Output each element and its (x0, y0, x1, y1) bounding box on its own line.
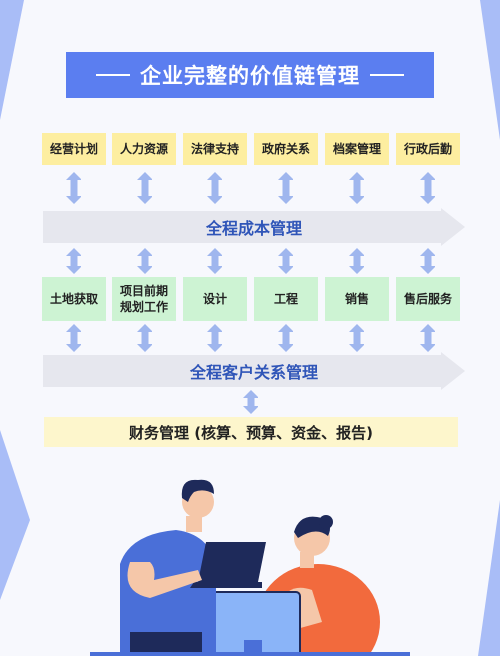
primary-box-1: 土地获取 (42, 277, 106, 321)
corner-decoration-right (478, 0, 500, 656)
double-arrow-row3-2 (137, 324, 152, 352)
support-box-1: 经营计划 (42, 133, 106, 165)
corner-decoration-left (0, 0, 30, 600)
banner-arrow-shape (43, 208, 465, 246)
support-box-6: 行政后勤 (396, 133, 460, 165)
primary-box-5: 销售 (325, 277, 389, 321)
double-arrow-row2-3 (207, 248, 222, 274)
double-arrow-row3-1 (66, 324, 81, 352)
finance-management-bar: 财务管理 (核算、预算、资金、报告) (44, 417, 458, 447)
cost-management-label: 全程成本管理 (205, 219, 302, 238)
double-arrow-finance (243, 390, 258, 414)
title-text: 企业完整的价值链管理 (140, 64, 360, 88)
page-title: 企业完整的价值链管理 (66, 52, 434, 98)
double-arrow-row3-3 (207, 324, 222, 352)
support-box-4: 政府关系 (254, 133, 318, 165)
support-box-3: 法律支持 (183, 133, 247, 165)
customer-management-label: 全程客户关系管理 (189, 363, 318, 382)
double-arrow-row1-5 (349, 172, 364, 204)
support-box-5: 档案管理 (325, 133, 389, 165)
double-arrow-row3-6 (420, 324, 435, 352)
double-arrow-row1-4 (278, 172, 293, 204)
illustration-people-icon (90, 479, 410, 656)
primary-box-2: 项目前期 规划工作 (112, 277, 176, 321)
primary-box-3: 设计 (183, 277, 247, 321)
double-arrow-row1-3 (207, 172, 222, 204)
double-arrow-row1-6 (420, 172, 435, 204)
double-arrow-row2-1 (66, 248, 81, 274)
customer-management-banner: 全程客户关系管理 (43, 352, 465, 390)
double-arrow-row2-6 (420, 248, 435, 274)
double-arrow-row1-1 (66, 172, 81, 204)
title-dash-right (370, 74, 404, 76)
support-box-2: 人力资源 (112, 133, 176, 165)
banner-arrow-shape (43, 352, 465, 390)
double-arrow-row1-2 (137, 172, 152, 204)
double-arrow-row2-4 (278, 248, 293, 274)
title-dash-left (96, 74, 130, 76)
double-arrow-row3-5 (349, 324, 364, 352)
cost-management-banner: 全程成本管理 (43, 208, 465, 246)
double-arrow-row2-5 (349, 248, 364, 274)
double-arrow-row2-2 (137, 248, 152, 274)
primary-box-6: 售后服务 (396, 277, 460, 321)
double-arrow-row3-4 (278, 324, 293, 352)
primary-box-4: 工程 (254, 277, 318, 321)
